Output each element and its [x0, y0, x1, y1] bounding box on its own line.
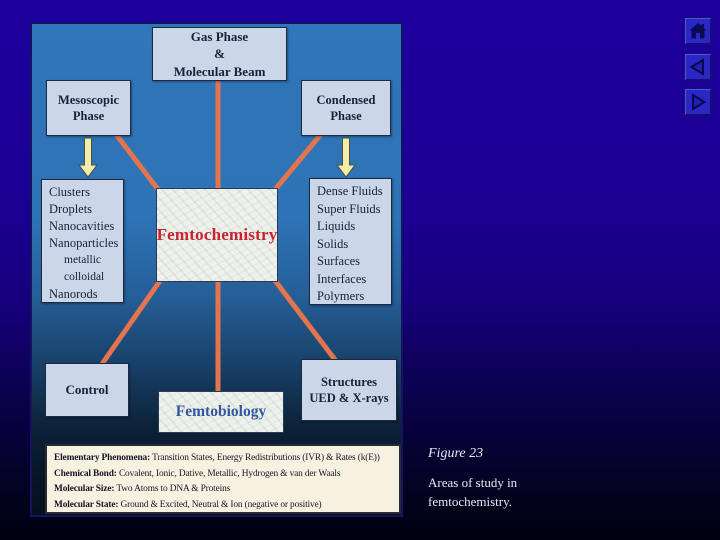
box-line: Molecular Beam — [173, 63, 266, 79]
list-item: Polymers — [317, 289, 365, 303]
list-item: Solids — [317, 236, 349, 251]
box-line: Gas Phase — [190, 29, 249, 45]
phenomena-legend-box: Elementary Phenomena: Transition States,… — [45, 444, 401, 514]
connector-lines — [78, 81, 356, 393]
line-center-to-control — [99, 276, 165, 366]
figure-caption-text: Areas of study in femtochemistry. — [428, 473, 517, 511]
legend-row: Chemical Bond: Covalent, Ionic, Dative, … — [54, 468, 341, 479]
figure-number: Figure 23 — [428, 446, 484, 461]
home-button[interactable] — [684, 17, 712, 45]
box-line: Condensed — [316, 92, 376, 107]
box-line: Mesoscopic — [57, 92, 120, 107]
down-arrow-left — [78, 137, 98, 178]
control-box: Control — [45, 363, 129, 417]
box-line: UED & X-rays — [309, 391, 389, 405]
caption-line: Areas of study in — [428, 475, 518, 490]
figure-caption: Figure 23 Areas of study in femtochemistr… — [428, 446, 517, 511]
list-item: Nanorods — [49, 287, 98, 301]
femtochemistry-box: Femtochemistry — [156, 188, 278, 282]
list-item: Surfaces — [317, 254, 361, 268]
femtobiology-box: Femtobiology — [158, 391, 284, 433]
list-item: Droplets — [49, 202, 93, 216]
list-item: Nanocavities — [49, 219, 115, 233]
box-line: Phase — [330, 109, 362, 123]
list-item: Liquids — [317, 219, 356, 233]
femtochemistry-label: Femtochemistry — [156, 225, 278, 244]
home-icon — [689, 23, 707, 39]
list-item: colloidal — [64, 271, 105, 283]
box-line: & — [214, 46, 225, 62]
gas-phase-box: Gas Phase&Molecular Beam — [152, 27, 287, 81]
back-button[interactable] — [684, 53, 712, 81]
box-line: Phase — [72, 109, 105, 123]
line-condensed-to-center — [271, 131, 324, 194]
forward-button[interactable] — [684, 88, 712, 116]
forward-icon — [692, 93, 707, 111]
line-mesoscopic-to-center — [113, 131, 162, 194]
list-item: Super Fluids — [317, 201, 381, 216]
legend-row: Molecular State: Ground & Excited, Neutr… — [54, 499, 322, 510]
line-center-to-structures — [271, 276, 338, 363]
list-item: metallic — [64, 254, 102, 266]
caption-line: femtochemistry. — [428, 494, 512, 509]
back-icon — [689, 58, 704, 76]
femtobiology-label: Femtobiology — [175, 403, 267, 420]
legend-row: Molecular Size: Two Atoms to DNA & Prote… — [54, 484, 231, 494]
list-item: Dense Fluids — [317, 184, 383, 198]
legend-row: Elementary Phenomena: Transition States,… — [54, 453, 380, 463]
list-item: Clusters — [49, 185, 90, 199]
control-label: Control — [65, 382, 109, 397]
down-arrow-right — [336, 137, 356, 178]
box-line: Structures — [320, 374, 377, 389]
list-item: Interfaces — [317, 271, 367, 286]
list-item: Nanoparticles — [49, 236, 119, 250]
